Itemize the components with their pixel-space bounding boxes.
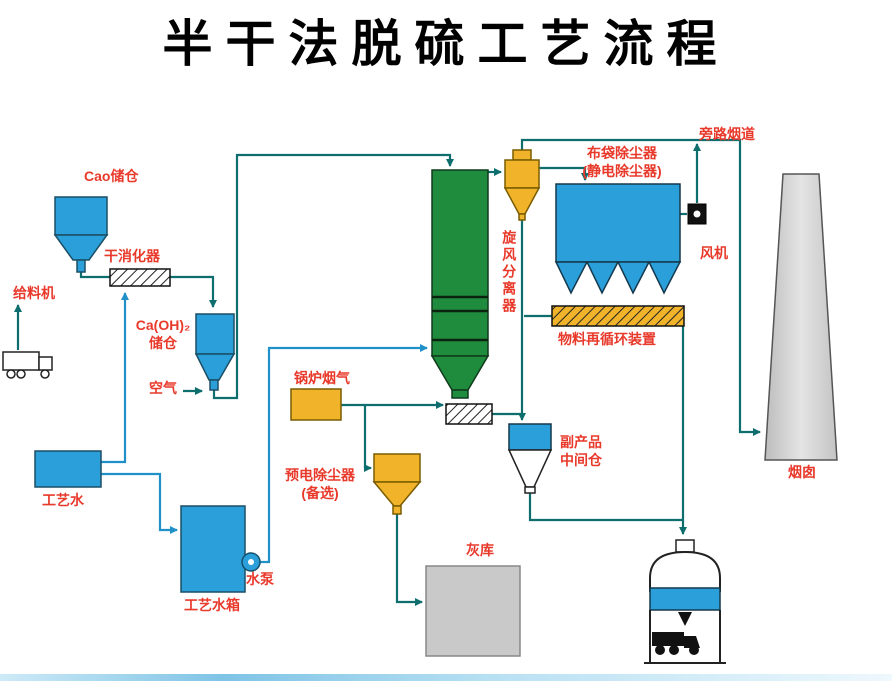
label-cyclone: 旋风分离器 (501, 230, 518, 315)
pre-esp-hopper (372, 453, 422, 515)
bottom-accent-bar (0, 674, 892, 681)
page-title: 半干法脱硫工艺流程 (162, 16, 730, 72)
label-cao-silo: Cao储仓 (84, 168, 139, 184)
water-pump (241, 552, 261, 572)
pipe-slaker-to-caoh2 (170, 275, 217, 308)
label-feeder: 给料机 (13, 285, 55, 301)
label-pump: 水泵 (246, 571, 274, 587)
pipe-bypass-flue (520, 138, 761, 436)
process-water-tank (180, 505, 246, 593)
label-bag-filter: 布袋除尘器 (静电除尘器) (582, 145, 662, 180)
absorber-bottom-conveyor (445, 403, 493, 425)
boiler-fluegas-box (290, 388, 342, 421)
absorber-tower (430, 169, 490, 399)
pipes-water (101, 292, 428, 564)
label-fan: 风机 (700, 245, 728, 261)
byproduct-silo (507, 423, 553, 494)
fan-unit (687, 203, 707, 225)
pipe-preesp-to-ash (395, 514, 423, 606)
pipe-water-to-slaker (101, 292, 129, 464)
loading-truck (652, 632, 700, 655)
chimney (764, 173, 838, 461)
pipe-water-to-tank (101, 472, 178, 534)
cyclone-separator (503, 149, 541, 221)
recirculation-conveyor (551, 305, 685, 327)
caoh2-silo (194, 313, 236, 391)
label-caoh2-silo: Ca(OH)₂ 储仓 (135, 317, 191, 352)
label-water-tank: 工艺水箱 (184, 597, 240, 613)
delivery-truck (2, 351, 53, 379)
label-chimney: 烟囱 (788, 464, 816, 480)
pipe-cao-to-slaker (79, 272, 110, 279)
label-pre-esp: 预电除尘器 (备选) (285, 467, 355, 502)
pipe-cyclone-to-bagfilter (539, 166, 589, 181)
label-slaker: 干消化器 (104, 248, 160, 264)
label-byproduct: 副产品 中间仓 (560, 434, 602, 469)
label-recirc: 物料再循环装置 (558, 331, 656, 347)
bag-filter (554, 183, 682, 295)
process-water-box (34, 450, 102, 488)
ash-storage (425, 565, 521, 657)
label-ash: 灰库 (466, 542, 494, 558)
cao-silo (53, 196, 109, 273)
label-bypass: 旁路烟道 (699, 126, 755, 142)
loading-silo (644, 539, 726, 664)
dry-slaker (109, 268, 171, 287)
pipes-process (14, 138, 761, 606)
label-process-water: 工艺水 (42, 492, 84, 508)
label-air: 空气 (149, 380, 177, 396)
pipe-fluegas-to-preesp (363, 405, 372, 472)
pipe-pump-to-absorber (260, 344, 428, 564)
label-boiler-gas: 锅炉烟气 (294, 370, 350, 386)
pipe-lime-riser (212, 153, 454, 400)
pipe-byproduct-out (528, 492, 683, 522)
